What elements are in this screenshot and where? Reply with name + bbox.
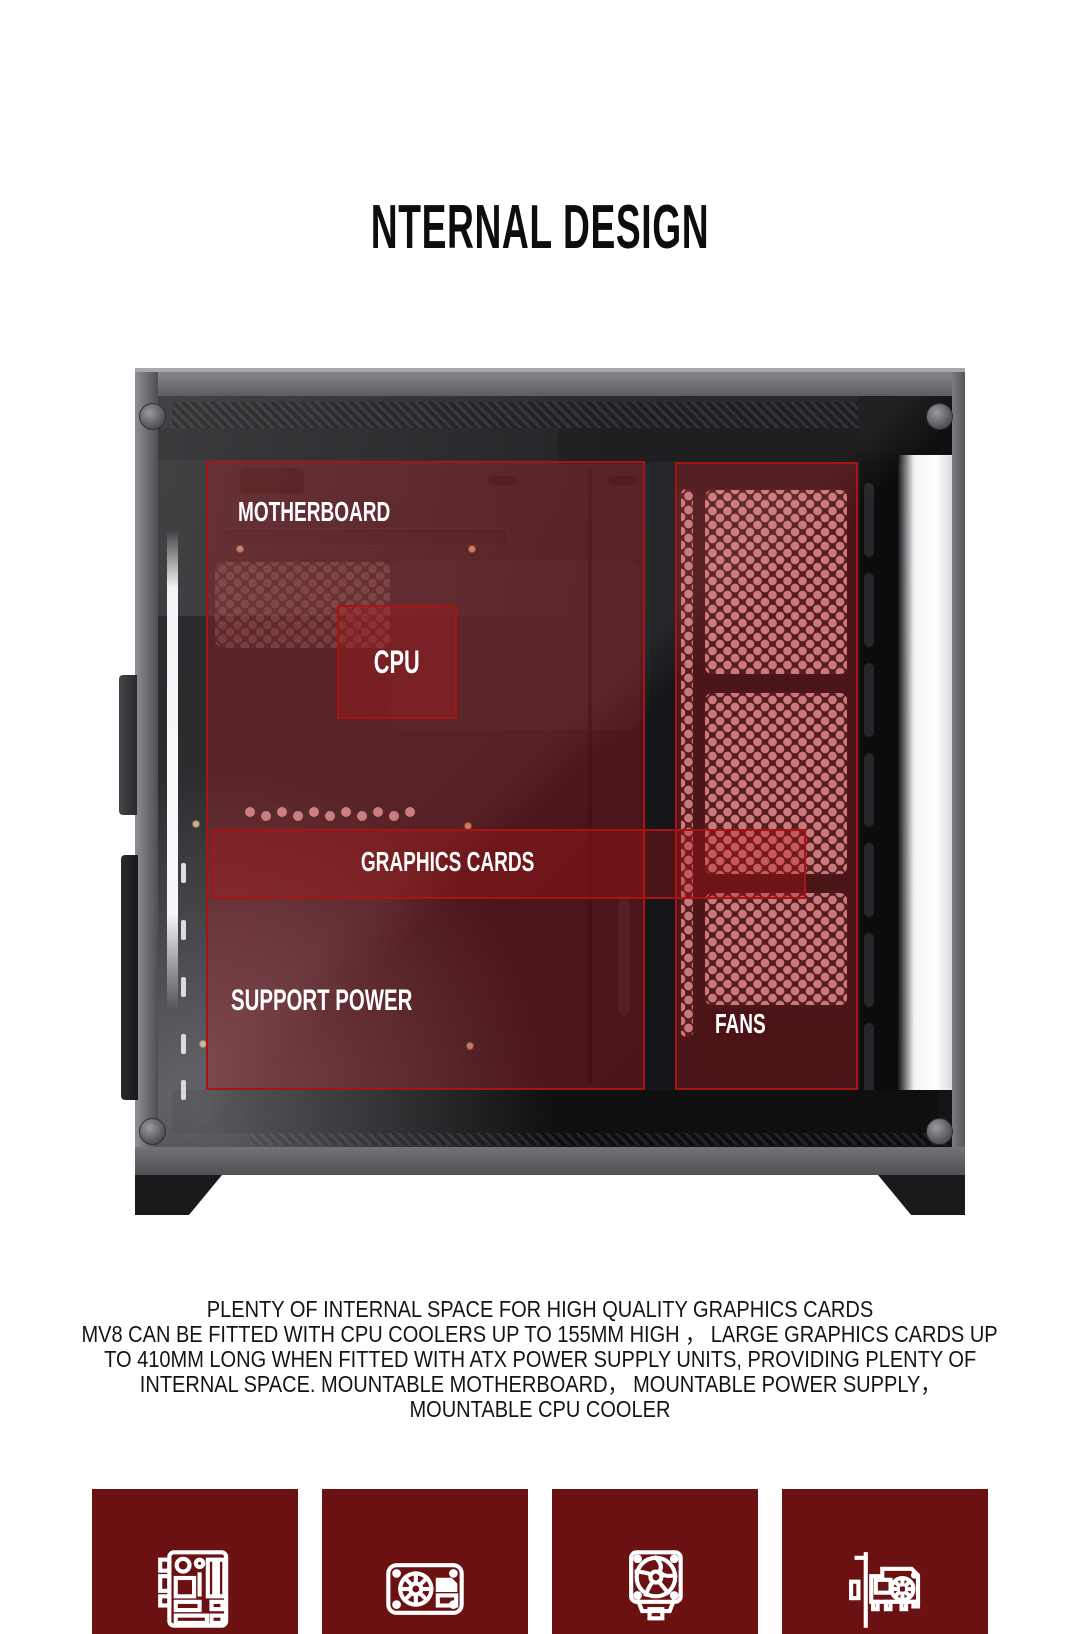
label-fans: FANS xyxy=(714,1008,766,1039)
description-line: PLENTY OF INTERNAL SPACE FOR HIGH QUALIT… xyxy=(206,1296,874,1322)
standoff-hole xyxy=(243,921,261,939)
vent-dot xyxy=(309,807,319,817)
label-graphics-cards: GRAPHICS CARDS xyxy=(361,846,535,877)
case-frame-left xyxy=(135,372,158,1175)
case-front-lower-block xyxy=(121,855,138,1100)
case-frame-top xyxy=(135,372,965,398)
zone-cpu: CPU xyxy=(337,605,457,719)
screw-dot xyxy=(236,545,244,553)
side-vent-tick xyxy=(181,863,186,883)
feature-tile-motherboard xyxy=(92,1489,298,1634)
tray-cutout xyxy=(488,476,516,485)
description-line: MOUNTABLE CPU COOLER xyxy=(409,1396,671,1422)
fan-rail-slot xyxy=(864,483,874,557)
vent-dot xyxy=(293,811,303,821)
feature-tile-graphics-card xyxy=(782,1489,988,1634)
motherboard-icon xyxy=(151,1545,239,1633)
top-vent-grille xyxy=(172,402,894,428)
vent-dot xyxy=(261,811,271,821)
vent-dot xyxy=(325,811,335,821)
zone-fans xyxy=(675,462,858,1090)
case-foot-right xyxy=(878,1175,965,1215)
glass-glare-top xyxy=(158,396,952,616)
side-vent-tick xyxy=(181,1080,186,1100)
top-radiator-bracket xyxy=(558,428,908,464)
standoff-hole xyxy=(391,921,409,939)
tray-slot-bar xyxy=(222,528,509,546)
fan-rail-slot xyxy=(864,663,874,737)
label-cpu: CPU xyxy=(374,643,420,680)
side-vent-tick xyxy=(181,920,186,940)
case-front-io-block xyxy=(119,675,137,815)
glass-edge-highlight-left xyxy=(167,530,178,1010)
case-top-edge xyxy=(135,368,965,372)
feature-tile-power-supply xyxy=(322,1489,528,1634)
page-title-text: NTERNAL DESIGN xyxy=(370,193,710,262)
label-support-power: SUPPORT POWER xyxy=(231,984,413,1017)
vent-dot xyxy=(341,807,351,817)
label-motherboard: MOTHERBOARD xyxy=(238,496,391,527)
case-glass-panel: CPU MOTHERBOARD GRAPHICS CARDS SUPPORT P… xyxy=(158,396,952,1147)
gpu-support-bar xyxy=(618,898,630,1016)
fan-rail-slot xyxy=(864,573,874,647)
description-line: MV8 CAN BE FITTED WITH CPU COOLERS UP TO… xyxy=(81,1321,999,1347)
vent-dot xyxy=(405,807,415,817)
standoff-hole xyxy=(391,993,409,1011)
bottom-vent-grille xyxy=(250,1133,950,1145)
mesh-panel-middle xyxy=(702,690,850,877)
zone-motherboard xyxy=(206,461,645,1090)
side-vent-tick xyxy=(181,1034,186,1054)
fan-rail-slot xyxy=(864,933,874,1007)
vent-dot xyxy=(373,807,383,817)
case-frame-right xyxy=(952,372,965,1175)
page-title: NTERNAL DESIGN xyxy=(0,192,1080,263)
tray-seam xyxy=(588,470,592,1085)
vent-dot xyxy=(245,807,255,817)
feature-tile-cpu-cooler xyxy=(552,1489,758,1634)
mesh-strip xyxy=(678,486,696,1040)
glass-glare xyxy=(158,396,952,1147)
vent-dot xyxy=(389,811,399,821)
screw-dot xyxy=(468,545,476,553)
case-foot-left xyxy=(135,1175,222,1215)
zone-graphics-cards xyxy=(211,829,806,899)
tray-cutout xyxy=(608,476,636,485)
screw-dot xyxy=(466,1042,474,1050)
cpu-backplate-cutout xyxy=(390,560,640,730)
fan-bracket-foot xyxy=(702,1012,850,1086)
fan-rail-slot xyxy=(864,1023,874,1097)
glass-edge-highlight-right xyxy=(898,455,952,1090)
vent-dot xyxy=(277,807,287,817)
fan-rail-slot xyxy=(864,843,874,917)
case-frame-bottom xyxy=(135,1147,965,1175)
thumbscrew-bottom-right xyxy=(926,1118,953,1145)
side-vent-tick xyxy=(181,977,186,997)
description-line: INTERNAL SPACE. MOUNTABLE MOTHERBOARD， M… xyxy=(139,1371,941,1397)
cpu-cooler-icon xyxy=(611,1545,699,1633)
description: PLENTY OF INTERNAL SPACE FOR HIGH QUALIT… xyxy=(0,1297,1080,1422)
bottom-interior-band xyxy=(172,1090,938,1133)
glass-glare-corner xyxy=(158,396,952,1147)
thumbscrew-bottom-left xyxy=(139,1118,166,1145)
graphics-card-icon xyxy=(841,1545,929,1633)
thumbscrew-top-right xyxy=(926,403,953,430)
mesh-panel-top xyxy=(702,487,850,677)
screw-dot xyxy=(192,820,200,828)
thumbscrew-top-left xyxy=(139,403,166,430)
vent-dot xyxy=(357,811,367,821)
mesh-panel-bottom xyxy=(702,890,850,1008)
tray-cutout xyxy=(240,468,304,494)
description-line: TO 410MM LONG WHEN FITTED WITH ATX POWER… xyxy=(103,1346,977,1372)
fan-rail-slot xyxy=(864,753,874,827)
standoff-hole xyxy=(243,993,261,1011)
power-supply-icon xyxy=(381,1545,469,1633)
